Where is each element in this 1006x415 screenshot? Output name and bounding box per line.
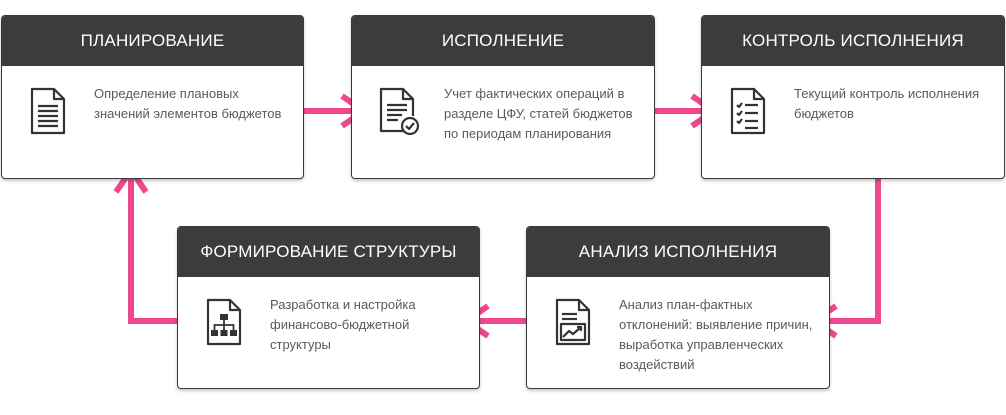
chart-document-icon (555, 298, 591, 346)
step-title: ПЛАНИРОВАНИЕ (2, 16, 303, 66)
step-description: Разработка и настройка финансово-бюджетн… (270, 297, 416, 352)
step-title: АНАЛИЗ ИСПОЛНЕНИЯ (527, 227, 829, 277)
document-check-icon (379, 87, 420, 136)
checklist-icon (730, 87, 766, 135)
step-planning-card: ПЛАНИРОВАНИЕ Определение плановых значен… (1, 15, 304, 179)
step-control-card: КОНТРОЛЬ ИСПОЛНЕНИЯ Текущий контроль исп… (701, 15, 1005, 179)
step-title: ИСПОЛНЕНИЕ (352, 16, 654, 66)
step-title: КОНТРОЛЬ ИСПОЛНЕНИЯ (702, 16, 1004, 66)
step-description: Текущий контроль исполнения бюджетов (794, 86, 980, 121)
step-description: Учет фактических операций в разделе ЦФУ,… (444, 86, 633, 141)
org-structure-document-icon (206, 298, 242, 346)
document-icon (30, 87, 66, 135)
step-execution-card: ИСПОЛНЕНИЕ Учет фактических операций в р… (351, 15, 655, 179)
step-structure-card: ФОРМИРОВАНИЕ СТРУКТУРЫ Разработка (177, 226, 480, 389)
step-analysis-card: АНАЛИЗ ИСПОЛНЕНИЯ Анализ план-фактных от… (526, 226, 830, 389)
step-title: ФОРМИРОВАНИЕ СТРУКТУРЫ (178, 227, 479, 277)
step-description: Анализ план-фактных отклонений: выявлени… (619, 297, 813, 372)
step-description: Определение плановых значений элементов … (94, 86, 282, 121)
